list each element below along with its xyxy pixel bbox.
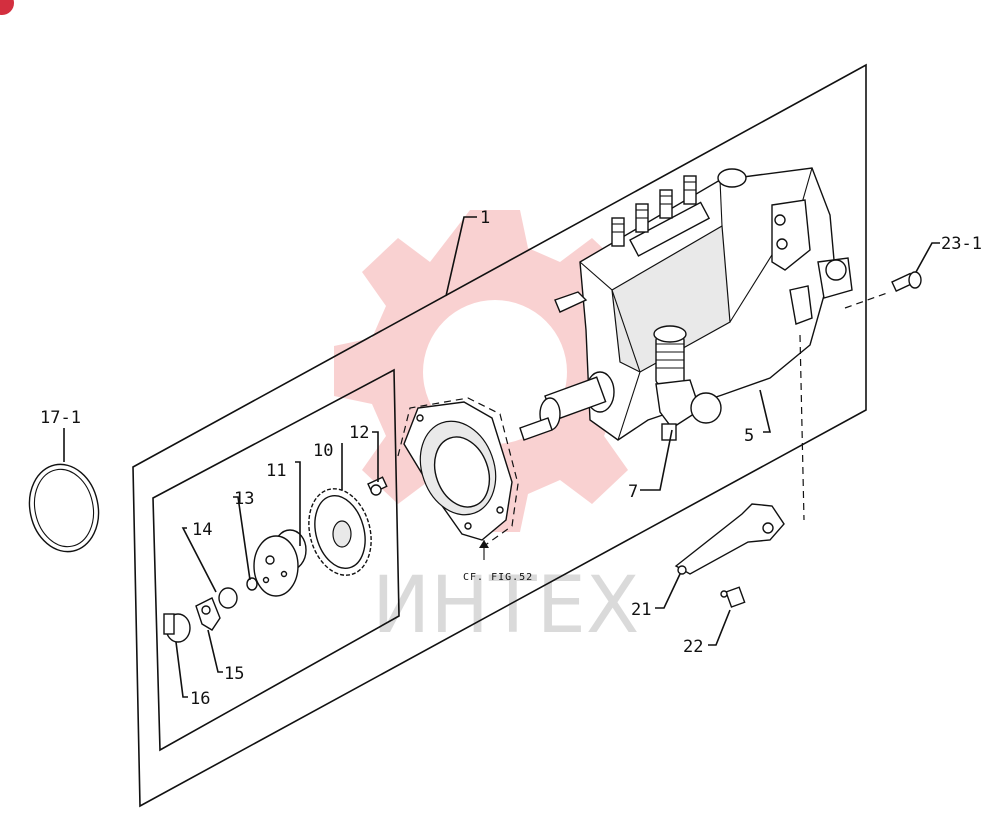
callout-11: 11 [266, 461, 286, 481]
callout-10: 10 [313, 441, 333, 461]
washer-14 [218, 587, 238, 609]
callout-17-1: 17-1 [40, 408, 81, 428]
reference-note: CF. FIG.52 [463, 572, 533, 583]
o-ring [28, 463, 100, 553]
injection-pump [519, 167, 891, 521]
timer-hub [253, 529, 307, 597]
lock-plate-15 [195, 597, 221, 631]
bolt-22 [720, 586, 746, 608]
callout-16: 16 [190, 689, 210, 709]
callout-labels: 1 5 7 10 11 12 13 14 15 16 17-1 21 22 23… [40, 208, 982, 709]
callout-7: 7 [628, 482, 638, 502]
bolt-12 [367, 476, 388, 496]
callout-1: 1 [480, 208, 490, 228]
callout-23-1: 23-1 [941, 234, 982, 254]
leader-lines [63, 216, 940, 698]
corner-badge-icon [0, 0, 14, 15]
callout-5: 5 [744, 426, 754, 446]
lever-bracket [674, 503, 785, 575]
assembly-panel [132, 63, 867, 808]
callout-12: 12 [349, 423, 369, 443]
flange-plate [397, 397, 519, 560]
drive-gear [308, 488, 372, 576]
callout-21: 21 [631, 600, 651, 620]
nut-13 [246, 577, 258, 591]
callout-14: 14 [192, 520, 212, 540]
cap-nut-16 [163, 613, 191, 643]
bolt-23-1 [891, 271, 922, 292]
callout-15: 15 [224, 664, 244, 684]
callout-22: 22 [683, 637, 703, 657]
callout-13: 13 [234, 489, 254, 509]
subassembly-panel [152, 368, 400, 752]
